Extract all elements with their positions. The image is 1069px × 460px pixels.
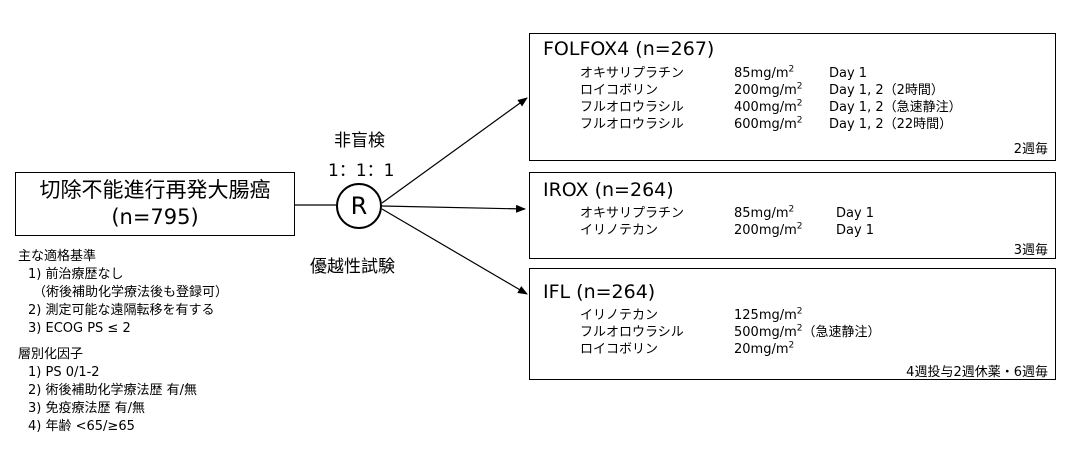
schedule: （急速静注） <box>802 325 881 340</box>
schedule: Day 1, 2（急速静注） <box>829 100 962 115</box>
eligibility-item: （術後補助化学療法後も登録可） <box>33 285 229 300</box>
cycle-label: 3週毎 <box>1013 243 1048 258</box>
regimen-row: ロイコボリン 200mg/m2 Day 1, 2（2時間） <box>580 82 962 99</box>
drug-name: ロイコボリン <box>580 83 659 98</box>
dose: 20mg/m2 <box>734 340 795 357</box>
drug-name: フルオロウラシル <box>580 325 684 340</box>
drug-name: フルオロウラシル <box>580 100 684 115</box>
regimen-table: オキサリプラチン 85mg/m2 Day 1 イリノテカン 200mg/m2 D… <box>580 205 874 239</box>
stratification-item: 2) 術後補助化学療法歴 有/無 <box>28 383 197 398</box>
regimen-row: オキサリプラチン 85mg/m2 Day 1 <box>580 65 962 82</box>
schedule: Day 1, 2（2時間） <box>829 83 944 98</box>
allocation-ratio: 1：1：1 <box>328 161 395 181</box>
regimen-table: イリノテカン 125mg/m2 フルオロウラシル 500mg/m2（急速静注） … <box>580 307 881 358</box>
schedule: Day 1, 2（22時間） <box>829 117 953 132</box>
regimen-row: フルオロウラシル 400mg/m2 Day 1, 2（急速静注） <box>580 99 962 116</box>
dose: 85mg/m2 <box>734 64 795 81</box>
arm-title: IROX (n=264) <box>543 179 674 201</box>
drug-name: イリノテカン <box>580 223 659 238</box>
eligibility-item: 3) ECOG PS ≤ 2 <box>28 321 131 336</box>
drug-name: ロイコボリン <box>580 342 659 357</box>
blinding-label: 非盲検 <box>334 131 385 151</box>
randomization-node: R <box>336 183 382 229</box>
trial-design-label: 優越性試験 <box>310 257 395 277</box>
arm-title: IFL (n=264) <box>543 281 656 303</box>
cycle-label: 4週投与2週休薬・6週毎 <box>906 365 1048 380</box>
dose: 400mg/m2 <box>734 98 803 115</box>
arm-title: FOLFOX4 (n=267) <box>543 38 715 60</box>
stratification-item: 1) PS 0/1-2 <box>28 365 100 380</box>
arm-ifl: IFL (n=264) イリノテカン 125mg/m2 フルオロウラシル 500… <box>529 268 1056 380</box>
stratification-heading: 層別化因子 <box>18 347 84 362</box>
schedule: Day 1 <box>829 66 868 81</box>
regimen-row: イリノテカン 200mg/m2 Day 1 <box>580 222 874 239</box>
dose: 125mg/m2 <box>734 306 803 323</box>
cycle-label: 2週毎 <box>1013 142 1048 157</box>
regimen-row: ロイコボリン 20mg/m2 <box>580 341 881 358</box>
regimen-row: フルオロウラシル 600mg/m2 Day 1, 2（22時間） <box>580 116 962 133</box>
population-count: (n=795) <box>111 205 199 229</box>
population-title: 切除不能進行再発大腸癌 <box>39 178 271 202</box>
population-box: 切除不能進行再発大腸癌 (n=795) <box>15 172 295 236</box>
arm-folfox4: FOLFOX4 (n=267) オキサリプラチン 85mg/m2 Day 1 ロ… <box>529 33 1056 161</box>
eligibility-heading: 主な適格基準 <box>18 249 97 264</box>
dose: 85mg/m2 <box>734 204 795 221</box>
stratification-item: 3) 免疫療法歴 有/無 <box>28 401 145 416</box>
dose: 200mg/m2 <box>734 221 803 238</box>
drug-name: オキサリプラチン <box>580 206 685 221</box>
schedule: Day 1 <box>836 223 875 238</box>
regimen-row: オキサリプラチン 85mg/m2 Day 1 <box>580 205 874 222</box>
eligibility-item: 1) 前治療歴なし <box>28 267 124 282</box>
schedule: Day 1 <box>836 206 875 221</box>
arrow-to-ifl <box>381 208 528 295</box>
arm-irox: IROX (n=264) オキサリプラチン 85mg/m2 Day 1 イリノテ… <box>529 172 1056 259</box>
regimen-row: イリノテカン 125mg/m2 <box>580 307 881 324</box>
dose: 600mg/m2 <box>734 115 803 132</box>
arrow-to-folfox4 <box>381 97 528 204</box>
drug-name: フルオロウラシル <box>580 117 684 132</box>
regimen-table: オキサリプラチン 85mg/m2 Day 1 ロイコボリン 200mg/m2 D… <box>580 65 962 133</box>
dose: 500mg/m2（急速静注） <box>734 323 881 340</box>
arrow-to-irox <box>381 204 526 213</box>
dose: 200mg/m2 <box>734 81 803 98</box>
drug-name: イリノテカン <box>580 308 659 323</box>
stratification-item: 4) 年齢 <65/≥65 <box>28 419 135 434</box>
regimen-row: フルオロウラシル 500mg/m2（急速静注） <box>580 324 881 341</box>
drug-name: オキサリプラチン <box>580 66 685 81</box>
eligibility-item: 2) 測定可能な遠隔転移を有する <box>28 303 215 318</box>
